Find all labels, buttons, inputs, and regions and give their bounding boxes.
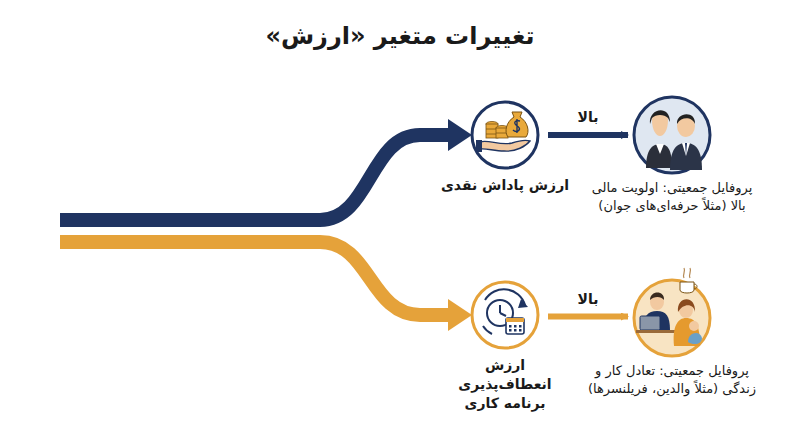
node-label: پروفایل جمعیتی: اولویت مالی بالا (مثلاً …	[587, 179, 757, 214]
value-circle: ارزش انعطاف‌پذیری برنامه کاری	[472, 282, 538, 348]
money-icon	[476, 112, 530, 152]
edge-label: بالا	[575, 109, 602, 125]
profile-circle	[634, 280, 710, 356]
people-icon	[646, 110, 702, 170]
arrow-head	[448, 299, 472, 331]
flow-band	[60, 135, 452, 220]
connector-arrow	[548, 314, 628, 320]
flow-band	[60, 242, 452, 315]
edge-label: بالا	[575, 291, 602, 307]
value-circle: ارزش پاداش نقدی	[472, 102, 538, 168]
icon-circle	[472, 102, 538, 168]
diagram-title: تغییرات متغیر «ارزش»	[0, 22, 800, 50]
node-label: پروفایل جمعیتی: تعادل کار و زندگی (مثلاً…	[587, 362, 757, 397]
family-icon	[636, 268, 702, 346]
icon-circle	[472, 282, 538, 348]
node-label: ارزش انعطاف‌پذیری برنامه کاری	[440, 356, 570, 413]
profile-circle	[634, 97, 710, 173]
connector-arrow	[548, 132, 628, 138]
clock-icon	[483, 289, 528, 334]
arrow-head	[448, 119, 472, 151]
node-label: ارزش پاداش نقدی	[435, 176, 575, 195]
profile-circle: پروفایل جمعیتی: تعادل کار و زندگی (مثلاً…	[634, 280, 710, 356]
profile-circle: پروفایل جمعیتی: اولویت مالی بالا (مثلاً …	[634, 97, 710, 173]
